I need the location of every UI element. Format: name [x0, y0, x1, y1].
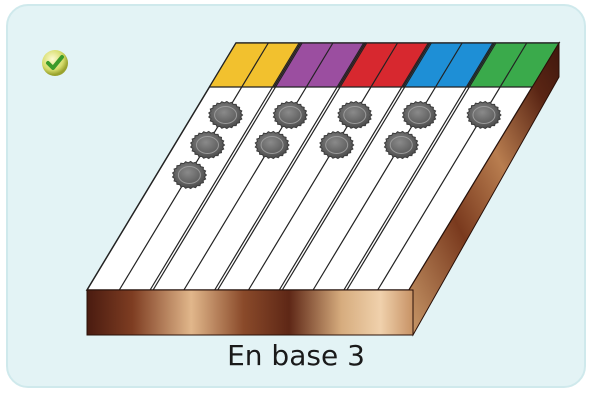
groove-line [217, 42, 368, 291]
bottle-cap-rim [343, 106, 367, 124]
bottle-cap-token [383, 130, 419, 160]
groove-line [183, 42, 334, 291]
bottle-cap-token [189, 130, 226, 160]
bottle-cap-token [171, 160, 208, 190]
groove-line [149, 42, 300, 291]
caption-base: En base 3 [227, 339, 365, 372]
groove-line [214, 42, 365, 291]
bottle-cap-token [466, 100, 502, 130]
bottle-cap-rim [472, 106, 496, 124]
groove-line [346, 42, 497, 291]
bottle-cap-rim [278, 106, 302, 124]
groove-line [278, 42, 429, 291]
groove-line [343, 42, 494, 291]
bottle-cap-rim [407, 106, 431, 124]
bottle-cap-token [254, 130, 290, 160]
bottle-cap-token [208, 100, 244, 130]
groove-line [312, 42, 463, 291]
bottle-cap-token [337, 100, 373, 130]
groove-line [152, 42, 303, 291]
board-front-edge [86, 289, 414, 336]
groove-line [281, 42, 432, 291]
bottle-cap-token [401, 100, 438, 130]
bottle-cap-token [272, 100, 308, 130]
bottle-cap-rim [389, 136, 413, 154]
bottle-cap-rim [325, 136, 349, 154]
groove-line [377, 42, 528, 291]
bottle-cap-token [319, 130, 355, 160]
bottle-cap-rim [195, 136, 219, 154]
bottle-cap-rim [260, 136, 284, 154]
checkmark-icon [42, 50, 68, 76]
bottle-cap-rim [214, 106, 238, 124]
bottle-cap-rim [177, 166, 201, 184]
groove-line [247, 42, 399, 291]
